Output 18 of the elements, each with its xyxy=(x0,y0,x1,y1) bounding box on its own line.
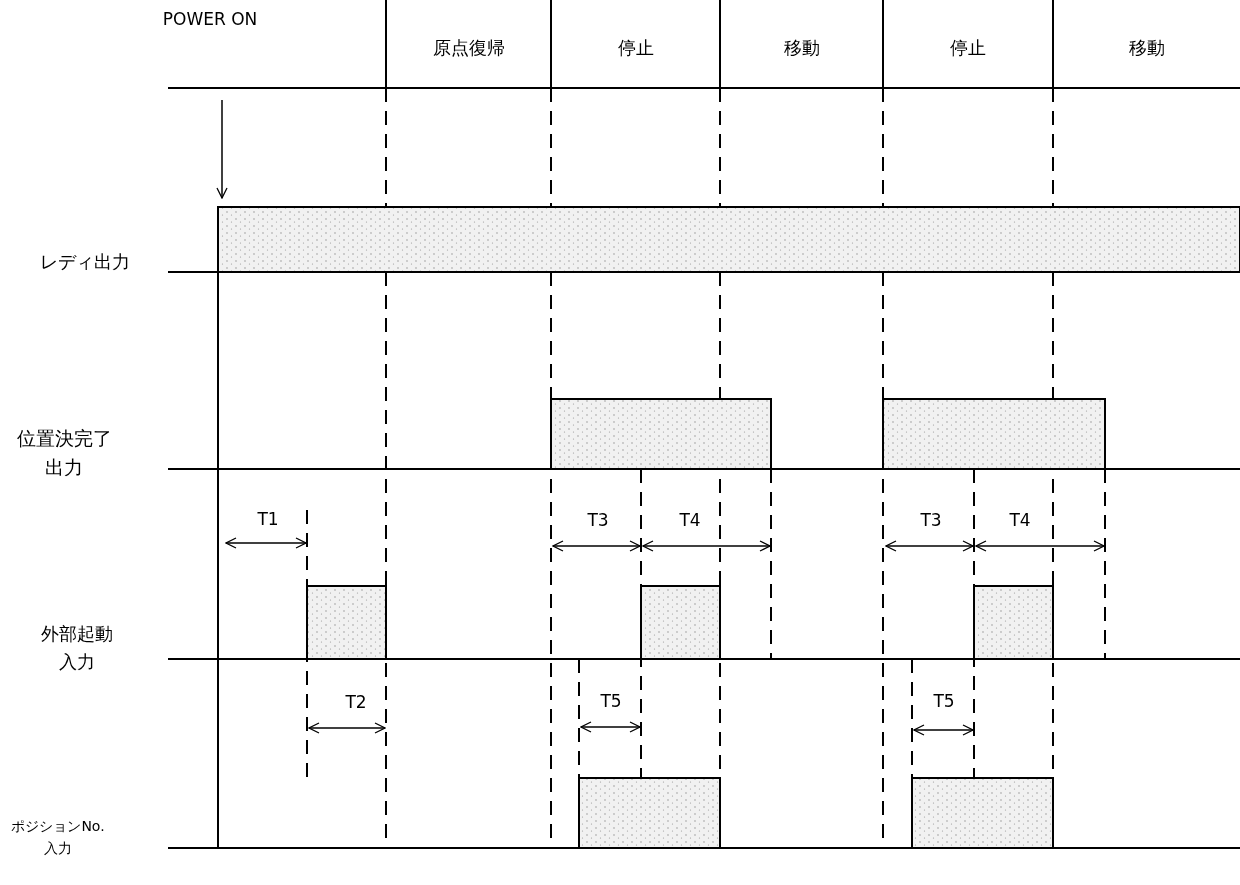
phase-label: 原点復帰 xyxy=(431,36,506,60)
timing-label: T1 xyxy=(256,508,280,531)
timing-label: T3 xyxy=(586,509,610,532)
signal-label: 外部起動入力 xyxy=(40,622,114,674)
phase-label: 移動 xyxy=(782,36,821,60)
signal-label: ポジションNo.入力 xyxy=(10,817,106,858)
phase-label: 停止 xyxy=(616,36,655,60)
timing-label: T5 xyxy=(599,690,623,713)
phase-label: 停止 xyxy=(949,36,987,60)
timing-label: T4 xyxy=(678,509,702,532)
phase-label: 移動 xyxy=(1127,36,1166,60)
signal-label: レディ出力 xyxy=(38,250,131,274)
timing-label: T5 xyxy=(932,690,956,713)
timing-label: T4 xyxy=(1008,509,1032,532)
signal-label: 位置決完了出力 xyxy=(15,426,113,481)
timing-label: T3 xyxy=(919,509,943,532)
timing-label: T2 xyxy=(344,691,368,714)
power-on-label: POWER ON xyxy=(161,8,259,31)
